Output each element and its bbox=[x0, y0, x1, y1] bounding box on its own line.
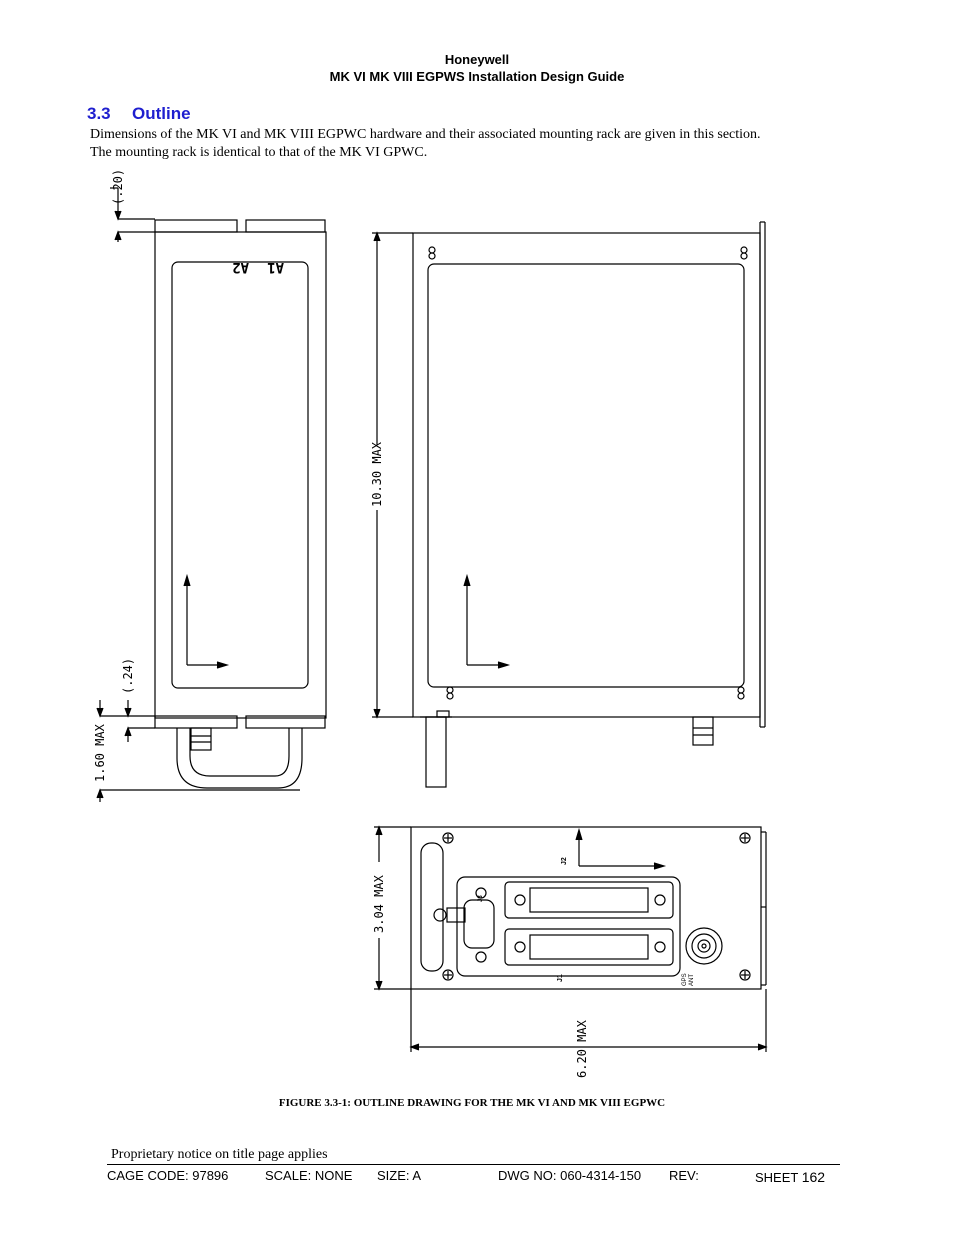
label-gps: GPS bbox=[682, 973, 688, 986]
dim-width-label: 1.60 MAX bbox=[93, 723, 107, 782]
footer-sheet-number: 162 bbox=[801, 1169, 826, 1185]
footer-sheet: SHEET 162 bbox=[755, 1169, 825, 1185]
label-a2: A2 bbox=[232, 259, 249, 275]
dim-length-label: 10.30 MAX bbox=[370, 441, 384, 507]
label-j1: J1 bbox=[557, 974, 564, 982]
header-company: Honeywell bbox=[444, 52, 510, 67]
section-number: 3.3 bbox=[87, 104, 111, 123]
footer-dwg-no: DWG NO: 060-4314-150 bbox=[498, 1168, 642, 1183]
footer-size: SIZE: A bbox=[377, 1168, 422, 1183]
footer-divider bbox=[107, 1164, 840, 1165]
body-text-line-1: Dimensions of the MK VI and MK VIII EGPW… bbox=[90, 127, 761, 142]
body-text-line-2: The mounting rack is identical to that o… bbox=[90, 145, 428, 160]
dim-top-gap-label: (.20) bbox=[111, 169, 125, 205]
section-title: Outline bbox=[132, 104, 191, 123]
label-j2: J2 bbox=[561, 857, 568, 865]
footer-cage-code: CAGE CODE: 97896 bbox=[107, 1168, 229, 1183]
footer-scale: SCALE: NONE bbox=[265, 1168, 353, 1183]
header-document-title: MK VI MK VIII EGPWS Installation Design … bbox=[329, 69, 625, 84]
figure-caption: FIGURE 3.3-1: OUTLINE DRAWING FOR THE MK… bbox=[278, 1097, 666, 1109]
label-a1: A1 bbox=[267, 259, 284, 275]
label-ant: ANT bbox=[689, 974, 695, 986]
side-view-large bbox=[372, 221, 766, 788]
dim-height-label: 3.04 MAX bbox=[372, 874, 386, 933]
footer-rev: REV: bbox=[669, 1168, 699, 1183]
front-view bbox=[374, 825, 768, 1052]
proprietary-notice: Proprietary notice on title page applies bbox=[111, 1147, 328, 1162]
section-heading: 3.3 Outline bbox=[87, 104, 191, 124]
dim-bottom-gap-label: (.24) bbox=[121, 658, 135, 694]
side-view-narrow bbox=[96, 187, 327, 802]
label-j3: J3 bbox=[478, 895, 484, 902]
dim-depth-label: 6.20 MAX bbox=[575, 1019, 589, 1078]
footer-sheet-label: SHEET bbox=[755, 1170, 799, 1185]
